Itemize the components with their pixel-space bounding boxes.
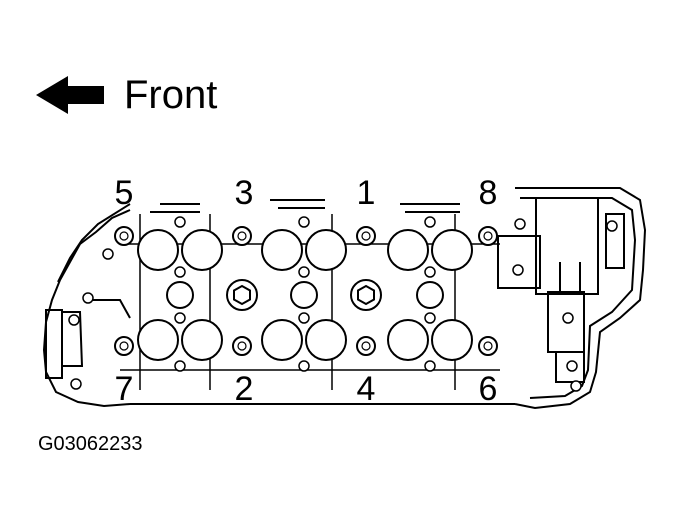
bolt-8-head: [478, 226, 498, 246]
bolt-label-2: 2: [235, 370, 254, 408]
hex-plugs: [226, 279, 382, 311]
bolt-label-6: 6: [479, 370, 498, 408]
bolt-2-head: [232, 336, 252, 356]
left-end-cover: [45, 299, 131, 379]
rear-housing: [497, 197, 625, 383]
bolt-label-7: 7: [115, 370, 134, 408]
bolt-5-head: [114, 226, 134, 246]
left-arrow-icon: [36, 76, 104, 114]
cap-studs: [68, 216, 618, 392]
bolt-7-head: [114, 336, 134, 356]
head-outline: [42, 187, 647, 410]
bolt-label-8: 8: [479, 174, 498, 212]
bolt-1-head: [356, 226, 376, 246]
journal-caps: [137, 229, 473, 361]
bolt-label-1: 1: [357, 174, 376, 212]
bolt-label-4: 4: [357, 370, 376, 408]
bolt-label-5: 5: [115, 174, 134, 212]
bolt-3-head: [232, 226, 252, 246]
bolt-label-3: 3: [235, 174, 254, 212]
bolt-4-head: [356, 336, 376, 356]
head-bolts: [114, 226, 498, 356]
figure-code: G03062233: [38, 433, 143, 455]
bolt-number-labels: 5 3 1 8 7 2 4 6: [115, 174, 498, 408]
front-label: Front: [124, 73, 217, 117]
bolt-6-head: [478, 336, 498, 356]
